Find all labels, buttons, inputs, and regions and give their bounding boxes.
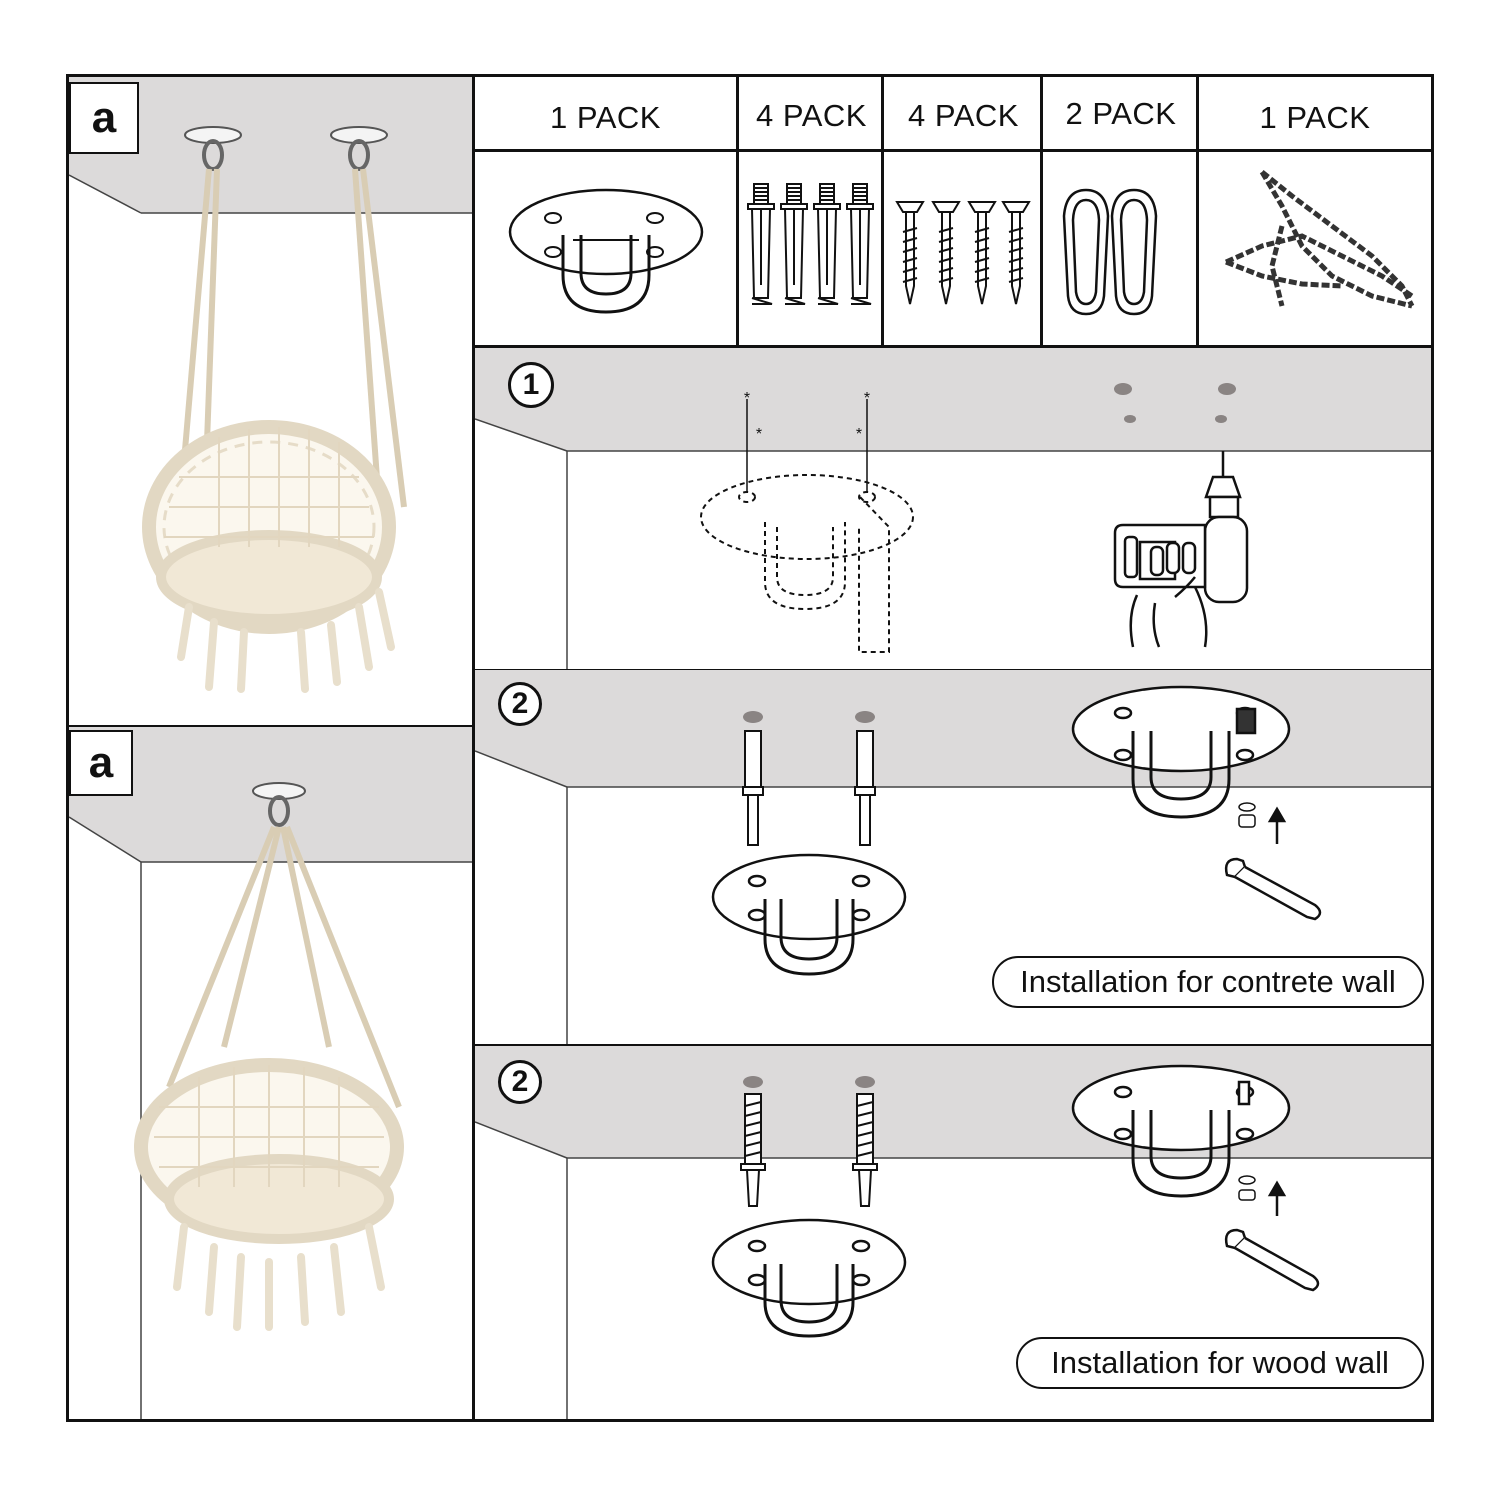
power-drill-icon <box>1113 451 1249 648</box>
drill-hole-icon <box>1114 383 1236 423</box>
svg-text:*: * <box>744 390 750 407</box>
ceiling-plate-icon <box>711 1218 907 1338</box>
expansion-bolt-icon <box>747 183 874 305</box>
svg-text:*: * <box>864 390 870 407</box>
column-divider <box>472 74 475 1422</box>
ceiling-plate-icon <box>1071 685 1291 819</box>
step-number: 2 <box>511 1065 529 1098</box>
wrench-icon <box>1224 857 1322 921</box>
step-2-concrete-install <box>475 669 1431 1044</box>
hammock-chair-icon <box>134 1058 404 1331</box>
up-arrow-icon <box>1267 1180 1287 1216</box>
scene-label: a <box>69 730 133 796</box>
wood-screw-icon <box>740 1093 878 1207</box>
scene-two-point-hanging <box>69 77 472 693</box>
carabiner-icon <box>1062 188 1158 316</box>
hammock-chair-icon <box>142 420 396 693</box>
nut-icon <box>1238 802 1256 828</box>
pack-quantity-chain: 1 PACK <box>1259 100 1371 135</box>
ceiling-plate-icon <box>1071 1064 1291 1198</box>
drill-hole-icon <box>743 711 875 723</box>
ceiling-hook-icon <box>330 126 388 171</box>
ceiling-plate-icon <box>508 188 704 314</box>
instruction-frame <box>66 74 1434 1422</box>
step-number-badge: 2 <box>498 1060 542 1104</box>
step-divider <box>475 1044 1431 1046</box>
ceiling-plate-icon <box>711 853 907 976</box>
concrete-wall-caption: Installation for contrete wall <box>992 956 1424 1008</box>
wood-wall-caption: Installation for wood wall <box>1016 1337 1424 1389</box>
ceiling-hook-icon <box>184 126 242 171</box>
ceiling-hook-icon <box>252 782 306 827</box>
step-number-badge: 1 <box>508 362 554 408</box>
scene-label: a <box>69 82 139 154</box>
step-2-wood-install <box>475 1046 1431 1419</box>
step-1-drill-holes: * * * * <box>475 347 1431 669</box>
pack-quantity-bolt: 4 PACK <box>756 98 867 133</box>
wood-screw-icon <box>895 201 1031 305</box>
svg-text:*: * <box>856 426 862 443</box>
wrench-icon <box>1224 1228 1320 1292</box>
pack-quantity-screw: 4 PACK <box>908 98 1019 133</box>
pack-quantity-plate: 1 PACK <box>550 100 661 135</box>
nut-icon <box>1238 1175 1256 1201</box>
step-number: 1 <box>522 368 540 401</box>
scene-divider <box>69 725 472 727</box>
chain-icon <box>1224 170 1415 309</box>
up-arrow-icon <box>1267 806 1287 844</box>
drill-hole-icon <box>743 1076 875 1088</box>
svg-text:*: * <box>756 426 762 443</box>
step-number: 2 <box>511 687 529 720</box>
expansion-bolt-icon <box>742 730 876 846</box>
plate-template-icon <box>700 474 914 653</box>
step-number-badge: 2 <box>498 682 542 726</box>
pack-quantity-carabiner: 2 PACK <box>1065 96 1177 131</box>
scene-single-point-hanging <box>69 727 472 1419</box>
